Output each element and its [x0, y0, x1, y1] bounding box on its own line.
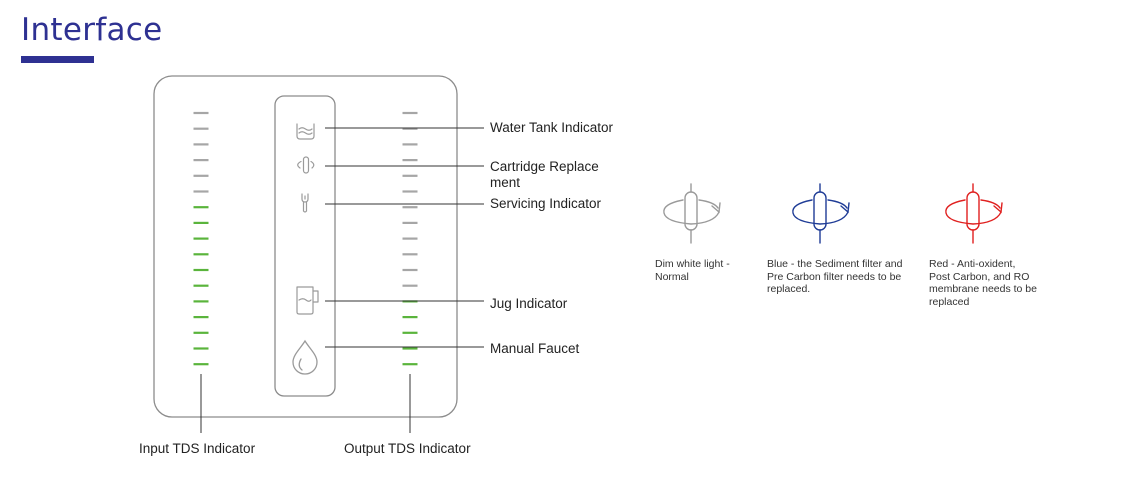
caption-line: Post Carbon, and RO: [929, 270, 1030, 283]
water-drop-icon: [292, 339, 318, 375]
device-panel: [153, 75, 458, 418]
cartridge-red-icon: [945, 183, 1003, 244]
caption-line: replaced: [929, 295, 970, 308]
water-tank-indicator-label: Water Tank Indicator: [490, 120, 614, 135]
leader-lines: [200, 127, 484, 433]
page-title: Interface: [21, 12, 163, 48]
legend-caption-red: Red - Anti-oxident, Post Carbon, and RO …: [929, 258, 1089, 308]
cartridge-replacement-label-line2: ment: [490, 175, 521, 190]
output-tds-scale: [402, 111, 418, 366]
caption-line: Blue - the Sediment filter and: [767, 258, 903, 270]
water-tank-icon: [296, 123, 315, 140]
caption-line: Dim white light -: [655, 258, 730, 270]
cartridge-blue-icon: [792, 183, 850, 244]
title-underline: [21, 56, 94, 63]
manual-faucet-label: Manual Faucet: [490, 341, 580, 356]
jug-icon: [296, 286, 319, 315]
output-tds-label: Output TDS Indicator: [344, 441, 471, 456]
cartridge-replacement-label-line1: Cartridge Replace: [490, 159, 599, 174]
legend-caption-blue: Blue - the Sediment filter and Pre Carbo…: [767, 258, 927, 296]
indicator-strip: [274, 95, 336, 397]
cartridge-replacement-icon: [297, 156, 315, 174]
input-tds-scale: [193, 111, 209, 366]
caption-line: Normal: [655, 270, 689, 283]
legend-caption-dim-white: Dim white light - Normal: [655, 258, 815, 283]
servicing-indicator-label: Servicing Indicator: [490, 196, 602, 211]
caption-line: Red - Anti-oxident,: [929, 258, 1016, 270]
wrench-icon: [301, 193, 309, 213]
jug-indicator-label: Jug Indicator: [490, 296, 568, 311]
caption-line: Pre Carbon filter needs to be: [767, 270, 902, 283]
caption-line: replaced.: [767, 283, 811, 295]
caption-line: membrane needs to be: [929, 283, 1037, 295]
input-tds-label: Input TDS Indicator: [139, 441, 256, 456]
cartridge-dim-white-icon: [663, 183, 721, 244]
